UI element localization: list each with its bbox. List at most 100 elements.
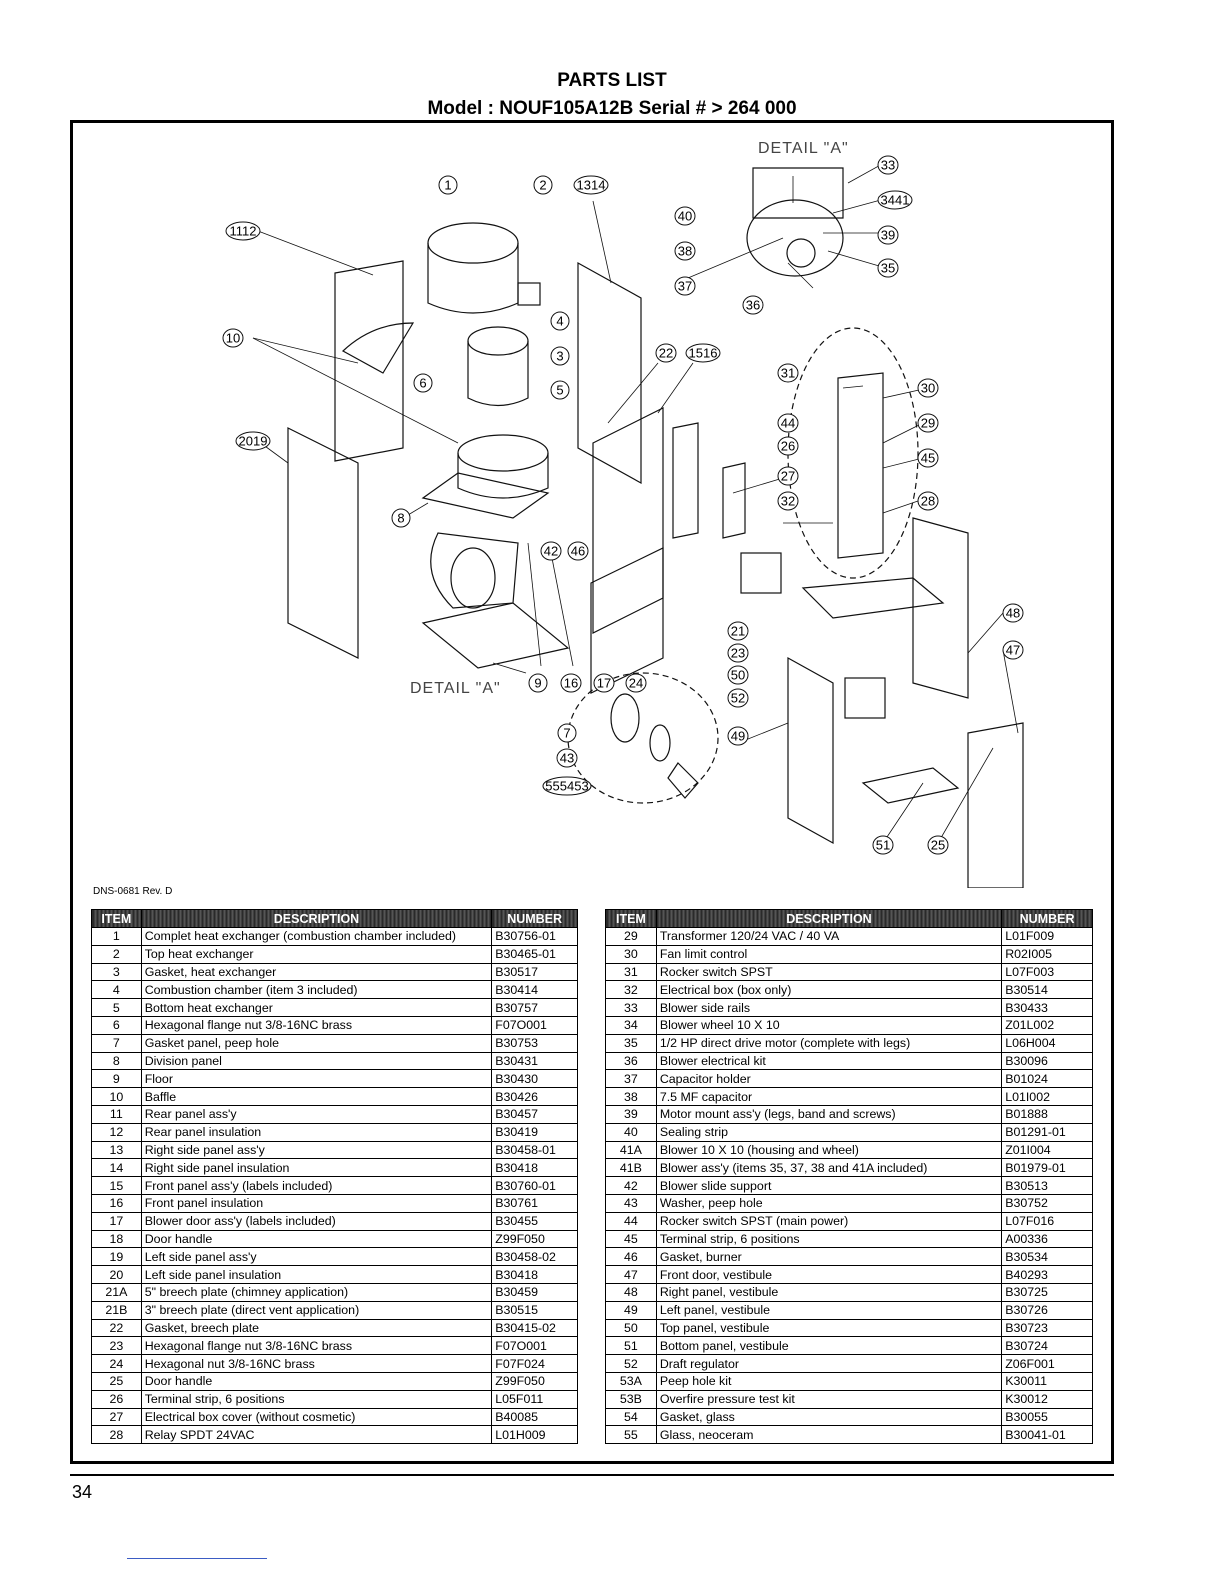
number-cell: B30724 [1001, 1336, 1093, 1356]
number-cell: B30761 [491, 1193, 578, 1213]
description-cell: Left side panel ass'y [140, 1247, 493, 1267]
callout-label: 1314 [577, 178, 606, 193]
description-cell: 1/2 HP direct drive motor (complete with… [655, 1033, 1003, 1053]
callout-21: 21 [727, 621, 749, 641]
item-cell: 46 [605, 1247, 657, 1267]
col-header-description: DESCRIPTION [140, 909, 493, 928]
number-cell: B30465-01 [491, 944, 578, 964]
callout-17: 17 [593, 673, 615, 693]
callout-36: 36 [742, 295, 764, 315]
callout-9: 9 [528, 673, 548, 693]
number-cell: B30514 [1001, 980, 1093, 1000]
item-cell: 49 [605, 1300, 657, 1320]
callout-5: 5 [550, 380, 570, 400]
number-cell: Z01L002 [1001, 1015, 1093, 1035]
number-cell: B30415-02 [491, 1318, 578, 1338]
item-cell: 53B [605, 1389, 657, 1409]
description-cell: Gasket panel, peep hole [140, 1033, 493, 1053]
number-cell: Z01I004 [1001, 1140, 1093, 1160]
number-cell: B30534 [1001, 1247, 1093, 1267]
callout-label: 23 [731, 646, 745, 661]
callout-28: 28 [917, 491, 939, 511]
item-cell: 15 [91, 1176, 142, 1195]
number-cell: L07F016 [1001, 1211, 1093, 1231]
number-cell: B30753 [491, 1033, 578, 1053]
number-cell: B30458-01 [491, 1140, 578, 1160]
underline-link[interactable] [127, 1558, 267, 1559]
description-cell: Blower slide support [655, 1176, 1003, 1195]
footer-rule [70, 1474, 1114, 1476]
item-cell: 51 [605, 1336, 657, 1356]
description-cell: Hexagonal flange nut 3/8-16NC brass [140, 1336, 493, 1356]
callout-40: 40 [674, 206, 696, 226]
description-cell: Combustion chamber (item 3 included) [140, 980, 493, 1000]
number-cell: B30418 [491, 1158, 578, 1178]
description-cell: Rear panel ass'y [140, 1104, 493, 1124]
item-cell: 38 [605, 1087, 657, 1106]
col-header-number: NUMBER [1001, 909, 1093, 928]
callout-1314: 1314 [573, 175, 609, 195]
description-cell: Overfire pressure test kit [655, 1389, 1003, 1409]
number-cell: B30430 [491, 1069, 578, 1089]
number-cell: B30757 [491, 998, 578, 1017]
callout-43: 43 [556, 748, 578, 768]
description-cell: Top heat exchanger [140, 944, 493, 964]
number-cell: B30756-01 [491, 927, 578, 946]
item-cell: 8 [91, 1051, 142, 1071]
description-cell: Draft regulator [655, 1354, 1003, 1373]
content-frame [70, 120, 1114, 1464]
number-cell: B30457 [491, 1104, 578, 1124]
callout-label: 42 [544, 544, 558, 559]
number-cell: Z06F001 [1001, 1354, 1093, 1373]
callout-7: 7 [557, 723, 577, 743]
number-cell: B01291-01 [1001, 1122, 1093, 1142]
number-cell: B30459 [491, 1282, 578, 1302]
callout-8: 8 [391, 508, 411, 528]
callout-label: 4 [556, 314, 563, 329]
number-cell: Z99F050 [491, 1371, 578, 1391]
callout-26: 26 [777, 436, 799, 456]
description-cell: Front panel insulation [140, 1193, 493, 1213]
item-cell: 52 [605, 1354, 657, 1373]
rear-panel-drawing [334, 260, 404, 462]
item-cell: 11 [91, 1104, 142, 1124]
number-cell: B01024 [1001, 1069, 1093, 1089]
callout-10: 10 [222, 328, 244, 348]
callout-49: 49 [727, 726, 749, 746]
callout-label: 52 [731, 691, 745, 706]
item-cell: 4 [91, 980, 142, 1000]
number-cell: R02I005 [1001, 944, 1093, 964]
description-cell: Relay SPDT 24VAC [140, 1425, 493, 1445]
item-cell: 3 [91, 962, 142, 982]
callout-42: 42 [540, 541, 562, 561]
callout-label: 10 [226, 331, 240, 346]
callout-24: 24 [625, 673, 647, 693]
item-cell: 21B [91, 1300, 142, 1320]
number-cell: B30433 [1001, 998, 1093, 1017]
item-cell: 30 [605, 944, 657, 964]
description-cell: Peep hole kit [655, 1371, 1003, 1391]
description-cell: Fan limit control [655, 944, 1003, 964]
callout-46: 46 [567, 541, 589, 561]
item-cell: 54 [605, 1407, 657, 1427]
number-cell: B30455 [491, 1211, 578, 1231]
callout-label: 47 [1006, 643, 1020, 658]
description-cell: Gasket, glass [655, 1407, 1003, 1427]
callout-37: 37 [674, 276, 696, 296]
